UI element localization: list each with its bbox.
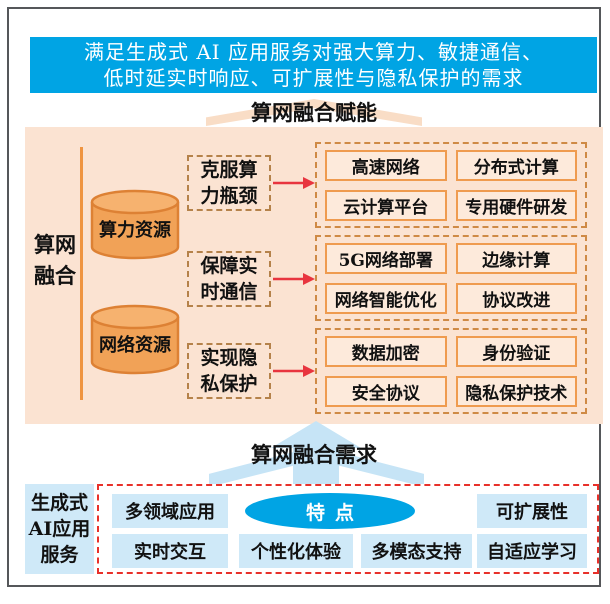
fusion-side-label: 算网 融合: [27, 229, 83, 291]
capability-box: 高速网络: [325, 149, 447, 181]
compute-resource-cylinder: 算力资源: [89, 189, 181, 261]
goal-line: 克服算: [200, 159, 258, 181]
requirement-banner: 满足生成式 AI 应用服务对强大算力、敏捷通信、 低时延实时响应、可扩展性与隐私…: [30, 37, 597, 93]
feature-chip: 实时交互: [112, 534, 228, 568]
demand-label-row: 算网融合需求: [9, 421, 610, 487]
arrow-right-icon: [273, 273, 315, 285]
arrow-right-icon: [273, 365, 315, 377]
network-resource-cylinder: 网络资源: [89, 304, 181, 376]
resource-label: 算力资源: [99, 220, 171, 241]
capability-group-communication: 5G网络部署 边缘计算 网络智能优化 协议改进: [315, 235, 587, 321]
feature-chip: 个性化体验: [239, 534, 353, 568]
feature-ellipse: 特点: [245, 493, 415, 529]
capability-box: 分布式计算: [455, 149, 577, 181]
enable-label-row: 算网融合赋能: [9, 95, 610, 127]
features-box: 多领域应用 特点 可扩展性 实时交互 个性化体验 多模态支持 自适应学习: [97, 484, 599, 574]
feature-chip: 自适应学习: [477, 534, 587, 568]
goal-box-privacy: 实现隐 私保护: [187, 343, 271, 399]
goal-line: 私保护: [200, 373, 258, 395]
goal-line: 力瓶颈: [200, 185, 258, 207]
arrow-up-icon: [209, 421, 424, 487]
goal-line: 时通信: [200, 281, 258, 303]
goal-line: 保障实: [200, 255, 258, 277]
service-label-line: 服务: [40, 544, 79, 566]
feature-chip: 多模态支持: [361, 534, 472, 568]
capability-box: 专用硬件研发: [455, 189, 577, 221]
goal-line: 实现隐: [200, 347, 258, 369]
database-cylinder-icon: [90, 304, 180, 375]
feature-chip: 多领域应用: [112, 494, 228, 528]
feature-chip: 可扩展性: [477, 494, 587, 528]
capability-box: 身份验证: [455, 335, 577, 367]
goal-box-communication: 保障实 时通信: [187, 251, 271, 307]
arrow-right-icon: [273, 177, 315, 189]
capability-group-privacy: 数据加密 身份验证 安全协议 隐私保护技术: [315, 328, 587, 414]
goal-box-compute: 克服算 力瓶颈: [187, 155, 271, 211]
outer-frame: 满足生成式 AI 应用服务对强大算力、敏捷通信、 低时延实时响应、可扩展性与隐私…: [7, 7, 603, 587]
capability-group-compute: 高速网络 分布式计算 云计算平台 专用硬件研发: [315, 142, 587, 228]
capability-box: 数据加密: [325, 335, 447, 367]
capability-box: 5G网络部署: [325, 242, 447, 274]
fusion-side-label-line: 算网: [34, 232, 76, 257]
banner-line-1: 满足生成式 AI 应用服务对强大算力、敏捷通信、: [83, 40, 544, 64]
demand-label: 算网融合需求: [251, 442, 377, 467]
service-side-label: 生成式 AI应用 服务: [25, 484, 94, 574]
service-label-line: AI应用: [28, 518, 91, 540]
resource-label: 网络资源: [99, 335, 171, 356]
capability-box: 协议改进: [455, 282, 577, 314]
banner-line-2: 低时延实时响应、可扩展性与隐私保护的需求: [103, 66, 524, 90]
database-cylinder-icon: [90, 189, 180, 260]
capability-box: 云计算平台: [325, 189, 447, 221]
fusion-panel: 算网 融合 算力资源 网络资源: [25, 127, 603, 424]
fusion-side-label-line: 融合: [34, 263, 76, 288]
vertical-connector-line: [80, 147, 83, 400]
capability-box: 安全协议: [325, 375, 447, 407]
capability-box: 边缘计算: [455, 242, 577, 274]
capability-box: 网络智能优化: [325, 282, 447, 314]
enable-label: 算网融合赋能: [251, 100, 377, 125]
capability-box: 隐私保护技术: [455, 375, 577, 407]
service-label-line: 生成式: [30, 492, 88, 514]
